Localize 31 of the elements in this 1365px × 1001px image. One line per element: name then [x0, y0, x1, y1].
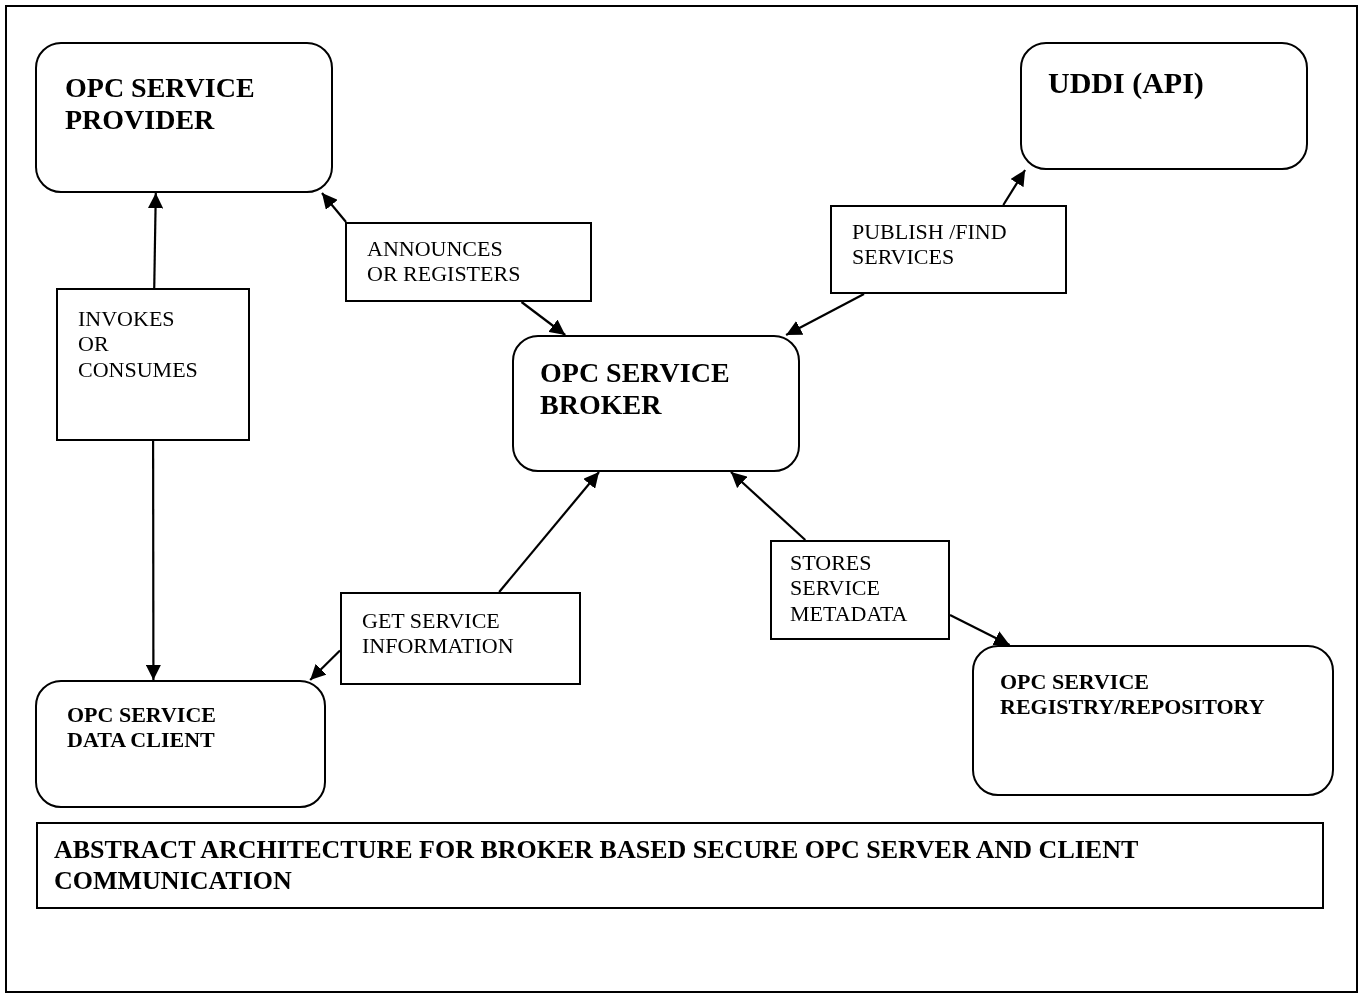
- process-box: [35, 42, 333, 193]
- node-title: OPC SERVICE BROKER: [540, 357, 731, 422]
- node-label: INVOKES OR CONSUMES: [78, 306, 199, 382]
- node-title: OPC SERVICE DATA CLIENT: [67, 702, 217, 753]
- arrow: [730, 471, 807, 541]
- text-box: [340, 592, 581, 685]
- arrow: [1002, 169, 1027, 206]
- process-box: [35, 680, 326, 808]
- node-title: UDDI (API): [1048, 66, 1205, 101]
- node-label: GET SERVICE INFORMATION: [362, 608, 515, 659]
- arrow: [498, 471, 600, 593]
- text-box: [770, 540, 950, 640]
- text-box: [56, 288, 250, 441]
- arrow: [785, 293, 865, 336]
- node-label: STORES SERVICE METADATA: [790, 550, 909, 626]
- text-box: [345, 222, 592, 302]
- arrow: [145, 441, 162, 680]
- arrow: [520, 301, 566, 336]
- process-box: [972, 645, 1334, 796]
- node-title: OPC SERVICE PROVIDER: [65, 72, 256, 137]
- text-box: [830, 205, 1067, 294]
- arrow: [321, 192, 347, 223]
- process-box: [1020, 42, 1308, 170]
- node-title: OPC SERVICE REGISTRY/REPOSITORY: [1000, 669, 1266, 720]
- node-label: PUBLISH /FIND SERVICES: [852, 219, 1008, 270]
- arrow: [949, 614, 1011, 646]
- arrow: [309, 649, 341, 681]
- arrow: [147, 193, 164, 288]
- node-label: ANNOUNCES OR REGISTERS: [367, 236, 522, 287]
- process-box: [512, 335, 800, 472]
- caption: ABSTRACT ARCHITECTURE FOR BROKER BASED SECURE OPC SERVER AND CLIENT COMMUNICATION: [36, 822, 1324, 909]
